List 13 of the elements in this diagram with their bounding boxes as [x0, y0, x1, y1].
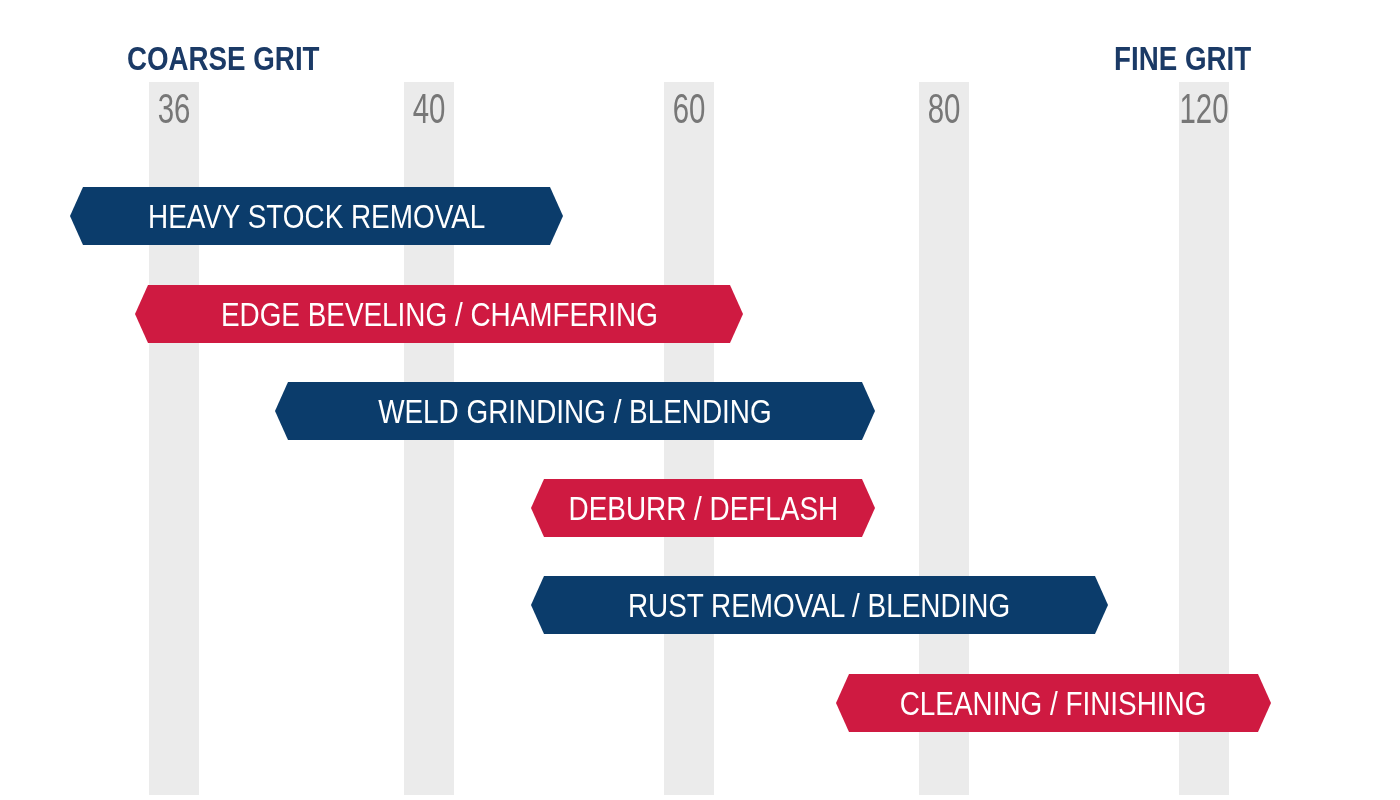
bar-label: EDGE BEVELING / CHAMFERING [220, 297, 658, 331]
grit-number: 60 [672, 88, 706, 130]
axis-heading: FINE GRIT [1113, 42, 1251, 75]
bar-label: CLEANING / FINISHING [900, 686, 1207, 720]
grit-number: 120 [1179, 88, 1229, 130]
bar-label: WELD GRINDING / BLENDING [378, 394, 772, 428]
bar-label: DEBURR / DEFLASH [568, 491, 838, 525]
axis-heading: COARSE GRIT [127, 42, 320, 75]
bar-label: RUST REMOVAL / BLENDING [628, 588, 1011, 622]
grit-number: 80 [927, 88, 961, 130]
grit-number: 36 [157, 88, 191, 130]
bar-label: HEAVY STOCK REMOVAL [147, 199, 486, 233]
grit-number: 40 [412, 88, 446, 130]
